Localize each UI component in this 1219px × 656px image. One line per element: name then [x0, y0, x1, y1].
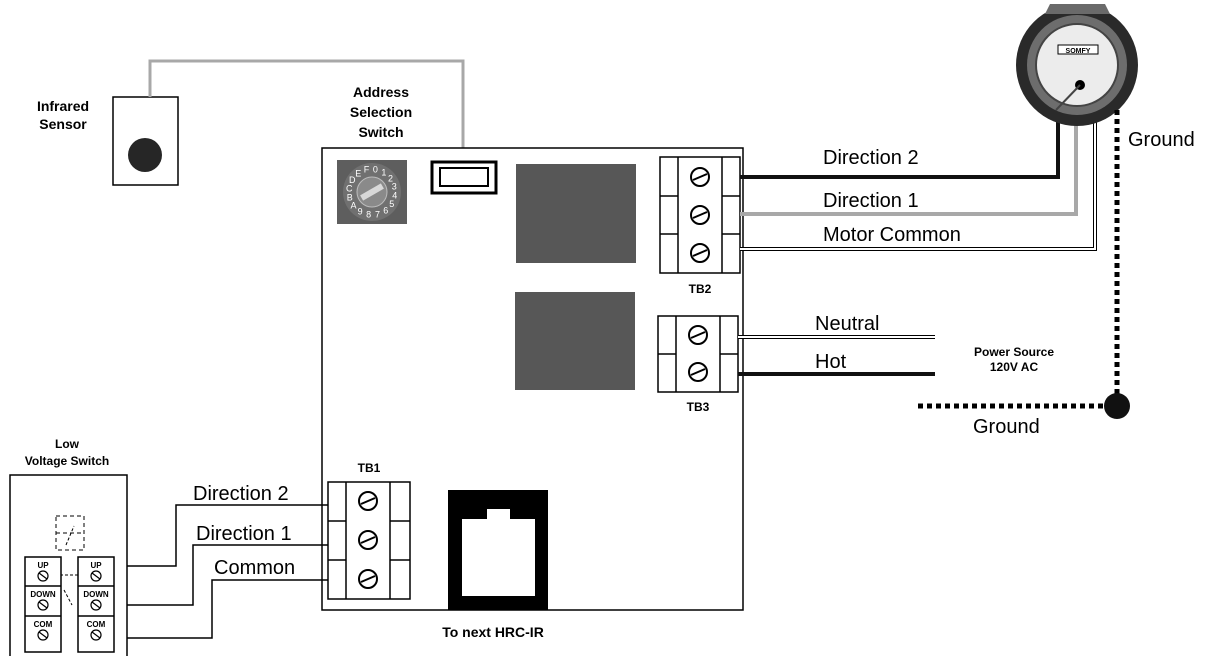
direction-1-label: Direction 1	[823, 190, 919, 212]
infrared-sensor-label-2: Sensor	[39, 116, 87, 132]
rj-jack	[448, 490, 548, 610]
address-label-3: Switch	[358, 124, 403, 140]
lv-direction-1-label: Direction 1	[196, 523, 292, 545]
dial-digit-2: 2	[388, 173, 393, 183]
switch-com-right: COM	[87, 620, 106, 629]
address-label-2: Selection	[350, 104, 412, 120]
ground-bottom-label: Ground	[973, 416, 1040, 438]
power-source-label-2: 120V AC	[990, 360, 1039, 374]
lv-common-label: Common	[214, 557, 295, 579]
terminal-block-tb1	[327, 481, 411, 600]
direction-2-label: Direction 2	[823, 147, 919, 169]
dial-digit-3: 3	[392, 182, 397, 192]
switch-up-right: UP	[90, 561, 102, 570]
lv-wire-common	[127, 579, 328, 639]
address-label-1: Address	[353, 84, 409, 100]
relay-upper	[516, 164, 636, 263]
motor: SOMFY	[1016, 4, 1138, 126]
dial-digit-C: C	[346, 184, 353, 194]
lv-wire-direction-1	[127, 544, 328, 606]
sensor-connector	[430, 160, 498, 195]
dial-digit-E: E	[355, 169, 361, 179]
dial-digit-F: F	[364, 165, 370, 175]
infrared-sensor-label-1: Infrared	[37, 98, 89, 114]
ground-top-label: Ground	[1128, 129, 1195, 151]
terminal-block-tb2	[659, 156, 741, 274]
tb2-label: TB2	[689, 282, 712, 296]
lv-direction-2-label: Direction 2	[193, 483, 289, 505]
neutral-label: Neutral	[815, 313, 879, 335]
dial-digit-0: 0	[373, 164, 378, 174]
switch-com-left: COM	[34, 620, 53, 629]
dial-digit-4: 4	[392, 190, 397, 200]
relay-lower	[515, 292, 635, 390]
dial-digit-B: B	[347, 193, 353, 203]
dial-digit-1: 1	[381, 167, 386, 177]
tb1-label: TB1	[358, 461, 381, 475]
low-voltage-label-1: Low	[55, 437, 80, 451]
power-source-label-1: Power Source	[974, 345, 1054, 359]
motor-common-label: Motor Common	[823, 224, 961, 246]
wire-direction-2	[740, 97, 1060, 179]
switch-up-left: UP	[37, 561, 49, 570]
tb3-label: TB3	[687, 400, 710, 414]
sensor-cable	[148, 59, 465, 162]
dial-digit-A: A	[350, 201, 356, 211]
switch-down-right: DOWN	[83, 590, 109, 599]
low-voltage-label-2: Voltage Switch	[25, 454, 109, 468]
dial-digit-6: 6	[383, 206, 388, 216]
terminal-block-tb3	[657, 315, 739, 393]
lv-wire-direction-2	[127, 504, 328, 567]
dial-digit-5: 5	[389, 199, 394, 209]
dial-digit-7: 7	[375, 209, 380, 219]
switch-down-left: DOWN	[30, 590, 56, 599]
motor-brand-label: SOMFY	[1066, 48, 1091, 55]
infrared-sensor	[112, 96, 179, 186]
ground-junction	[1104, 393, 1130, 419]
dial-digit-D: D	[349, 175, 356, 185]
dial-digit-9: 9	[358, 207, 363, 217]
to-next-hrc-ir-label: To next HRC-IR	[442, 624, 544, 640]
dial-digit-8: 8	[366, 210, 371, 220]
wire-direction-1	[740, 100, 1078, 216]
hot-label: Hot	[815, 351, 847, 373]
low-voltage-switch	[9, 474, 128, 656]
